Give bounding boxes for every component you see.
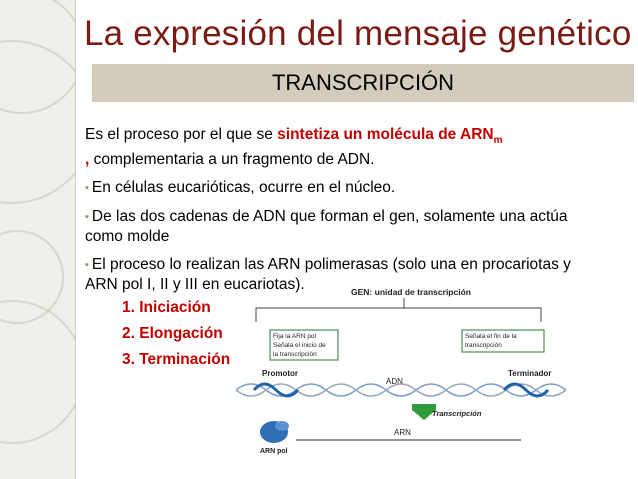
gen-label: GEN: unidad de transcripción — [351, 287, 471, 297]
terminador-info-box — [461, 329, 545, 353]
steps-list: 1. Iniciación 2. Elongación 3. Terminaci… — [122, 295, 230, 373]
bullet-item: ▪En células eucarióticas, ocurre en el n… — [85, 178, 605, 198]
bullet-icon: ▪ — [85, 211, 89, 224]
promotor-info-line: Fija la ARN pol — [273, 333, 317, 340]
decorative-circle — [0, 40, 75, 204]
transcripcion-label: Transcripción — [432, 409, 482, 418]
arn-pol-label: ARN pol — [260, 448, 288, 455]
step-item: 3. Terminación — [122, 351, 231, 368]
definition-subscript: m — [493, 135, 503, 147]
transcription-diagram: GEN: unidad de transcripción Fija la ARN… — [236, 286, 566, 461]
decorative-circle — [0, 300, 75, 444]
bullet-icon: ▪ — [85, 182, 89, 195]
bullet-text: De las dos cadenas de ADN que forman el … — [85, 208, 568, 246]
adn-label: ADN — [386, 377, 403, 386]
dna-strand-b — [236, 383, 566, 397]
subtitle-bar: TRANSCRIPCIÓN — [92, 64, 634, 102]
bullet-item: ▪El proceso lo realizan las ARN polimera… — [85, 255, 605, 294]
terminador-label: Terminador — [508, 369, 551, 378]
promotor-region — [252, 382, 300, 398]
promotor-info-line: la transcripción — [273, 351, 317, 358]
promotor-info-line: Señala el inicio de — [273, 342, 326, 349]
transcription-arrow-icon — [412, 404, 436, 420]
bullet-text: El proceso lo realizan las ARN polimeras… — [85, 256, 571, 294]
definition-comma: , — [85, 151, 90, 169]
terminador-info-line: Señala el fin de la — [465, 333, 517, 340]
terminador-info-line: transcripción — [465, 342, 502, 349]
definition-prefix: Es el proceso por el que se — [85, 126, 278, 143]
definition-rest: complementaria a un fragmento de ADN. — [89, 151, 375, 169]
bullet-text: En células eucarióticas, ocurre en el nú… — [91, 179, 396, 197]
arn-pol-icon-lobe — [275, 421, 289, 431]
slide-subtitle: TRANSCRIPCIÓN — [271, 70, 455, 95]
body-text: Es el proceso por el que se sintetiza un… — [85, 125, 605, 303]
definition-highlight: sintetiza un molécula de ARN — [277, 126, 494, 143]
terminador-region — [502, 382, 550, 398]
gen-bracket — [255, 307, 542, 322]
decorative-sidebar — [0, 0, 76, 479]
dna-strand-a — [236, 383, 566, 397]
promotor-info-box — [269, 329, 339, 361]
definition-paragraph: Es el proceso por el que se sintetiza un… — [85, 125, 605, 169]
bullet-item: ▪De las dos cadenas de ADN que forman el… — [85, 207, 605, 246]
arn-label: ARN — [394, 428, 411, 437]
promotor-label: Promotor — [262, 369, 298, 378]
slide-title: La expresión del mensaje genético — [84, 14, 632, 53]
bullet-icon: ▪ — [85, 259, 89, 272]
step-item: 1. Iniciación — [122, 299, 211, 316]
diagram-svg: GEN: unidad de transcripción Fija la ARN… — [236, 287, 566, 455]
step-item: 2. Elongación — [122, 325, 223, 342]
